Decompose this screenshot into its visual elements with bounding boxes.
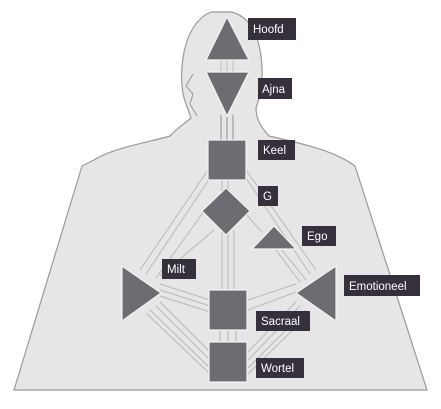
spleen-center: [121, 264, 163, 323]
label-throat: Keel: [258, 140, 295, 160]
label-ajna-text: Ajna: [262, 84, 286, 96]
channels: [139, 60, 317, 375]
throat-center: [207, 139, 247, 181]
label-spleen: Milt: [162, 259, 196, 279]
sacral-center: [208, 289, 248, 331]
label-solar-plexus-text: Emotioneel: [349, 281, 407, 293]
g-center: [201, 187, 251, 236]
label-root-text: Wortel: [261, 363, 294, 375]
label-sacral-text: Sacraal: [261, 316, 300, 328]
label-spleen-text: Milt: [167, 264, 186, 276]
label-ego-text: Ego: [307, 231, 327, 243]
label-solar-plexus: Emotioneel: [344, 275, 420, 296]
label-throat-text: Keel: [263, 145, 286, 157]
label-ego: Ego: [302, 226, 336, 246]
ego-center: [250, 225, 298, 250]
label-ajna: Ajna: [258, 78, 292, 99]
ajna-center: [205, 71, 250, 118]
root-center: [208, 341, 248, 383]
head-center: [205, 15, 250, 61]
label-head: Hoofd: [248, 18, 296, 40]
label-head-text: Hoofd: [253, 24, 284, 36]
label-g: G: [258, 186, 278, 206]
label-sacral: Sacraal: [256, 311, 310, 331]
label-root: Wortel: [256, 358, 304, 378]
label-g-text: G: [263, 191, 272, 203]
face-profile: [185, 73, 198, 117]
solar-plexus-center: [294, 264, 337, 323]
